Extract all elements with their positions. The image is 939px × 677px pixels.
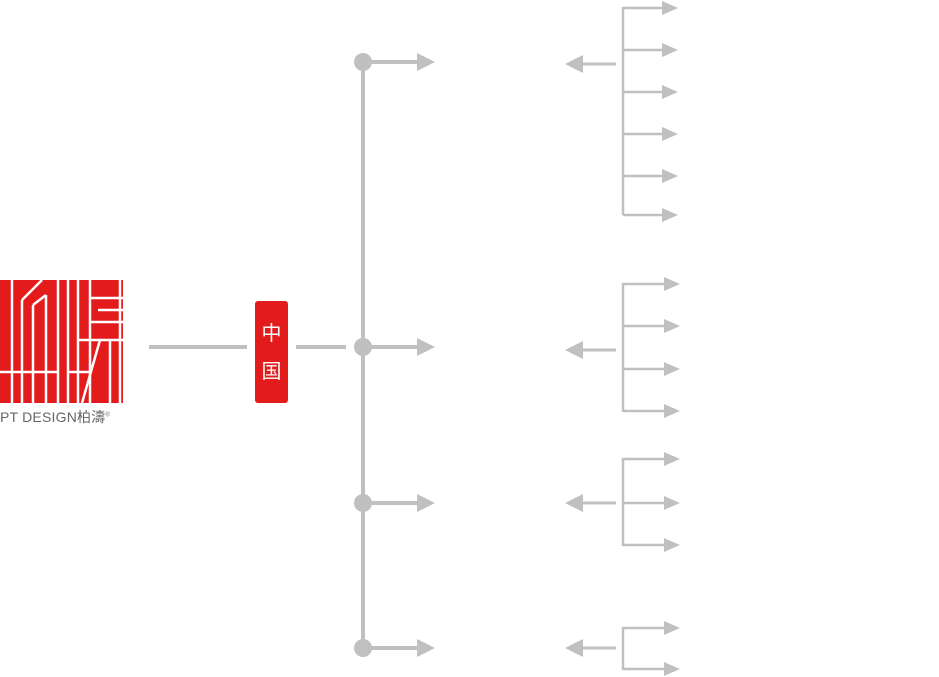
leaf-arrow-icon [662,1,678,15]
leaf-arrow-icon [664,319,680,333]
return-arrow-icon [565,55,583,73]
logo-caption-text: PT DESIGN柏濤 [0,409,106,425]
leaf-arrow-icon [664,362,680,376]
pt-design-logo-mark [0,279,123,404]
badge-char-2: 国 [261,359,282,383]
branch-arrow-icon [417,338,435,356]
branch-3 [354,452,680,552]
leaf-arrow-icon [662,43,678,57]
branch-arrow-icon [417,639,435,657]
leaf-arrow-icon [664,621,680,635]
leaf-arrow-icon [664,452,680,466]
leaf-arrow-icon [664,662,680,676]
branch-arrow-icon [417,494,435,512]
leaf-arrow-icon [664,404,680,418]
leaf-arrow-icon [662,208,678,222]
leaf-arrow-icon [664,538,680,552]
country-badge: 中 国 [255,301,288,403]
leaf-arrow-icon [662,169,678,183]
branch-1 [354,1,678,222]
return-arrow-icon [565,341,583,359]
badge-char-1: 中 [261,321,282,345]
registered-mark: ® [105,412,111,419]
logo-stroke [21,279,43,301]
logo-stroke [80,339,102,404]
logo-block [0,280,123,403]
branch-2 [354,277,680,418]
leaf-arrow-icon [662,127,678,141]
branch-4 [354,621,680,676]
return-arrow-icon [565,494,583,512]
leaf-arrow-icon [664,496,680,510]
leaf-arrow-icon [662,85,678,99]
logo-stroke [32,294,47,306]
branch-arrow-icon [417,53,435,71]
leaf-arrow-icon [664,277,680,291]
return-arrow-icon [565,639,583,657]
logo-caption: PT DESIGN柏濤® [0,407,110,427]
